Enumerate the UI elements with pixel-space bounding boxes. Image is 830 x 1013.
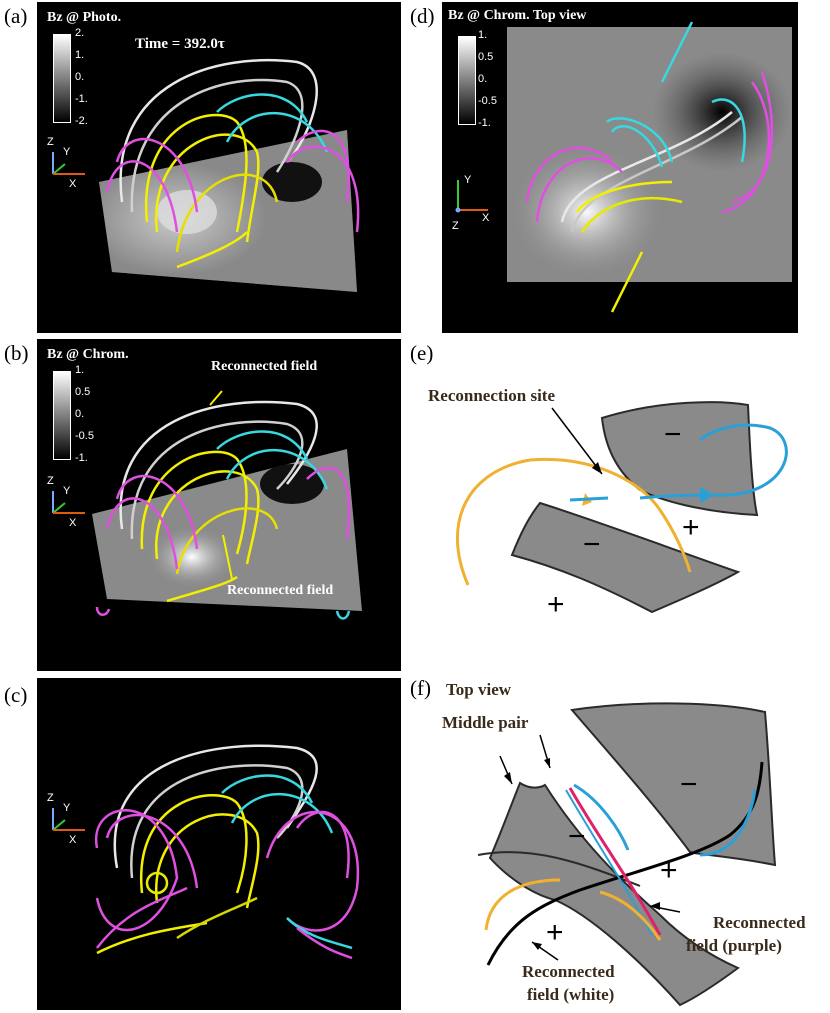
reconnected-white-label-1: Reconnected	[522, 962, 615, 981]
cbar-tick: 1.	[75, 49, 85, 61]
axis-x-label: X	[69, 178, 77, 190]
cbar-tick: -2.	[75, 115, 88, 127]
negative-spot	[262, 162, 322, 202]
axis-z-label: Z	[452, 220, 459, 232]
cbar-tick: -0.5	[478, 95, 497, 107]
cbar-tick: 0.5	[478, 51, 494, 63]
sign-minus-mid-f: −	[568, 820, 586, 853]
panel-c-render	[94, 744, 360, 960]
axes-triad-d	[455, 180, 488, 213]
panel-label-e: (e)	[410, 341, 434, 365]
panel-b: Bz @ Chrom. Reconnected field Reconnecte…	[37, 339, 401, 671]
axes-triad-b	[52, 491, 85, 514]
lower-flux-region	[510, 501, 741, 614]
pink-field-line	[568, 787, 662, 936]
sign-minus-upper: −	[664, 418, 682, 451]
axis-z-label: Z	[47, 136, 54, 148]
orange-field-line	[456, 457, 692, 586]
positive-spot	[157, 190, 217, 234]
cbar-tick: 0.5	[75, 386, 91, 398]
reconnected-white-label-2: field (white)	[527, 985, 615, 1004]
reconnected-purple-label-2: field (purple)	[686, 936, 782, 955]
cbar-tick: -1.	[478, 117, 491, 129]
sign-plus-right: +	[682, 511, 700, 544]
panel-d: Bz @ Chrom. Top view 1. 0.5 0. -0.5 -1. …	[442, 2, 798, 333]
sign-plus-bottom: +	[547, 588, 565, 621]
axis-y-label: Y	[63, 802, 71, 814]
positive-polarity	[512, 147, 662, 277]
axis-x-label: X	[69, 517, 77, 529]
panel-a-render	[99, 58, 360, 292]
panel-a-title: Bz @ Photo.	[47, 10, 122, 25]
axes-triad-a	[52, 152, 85, 175]
sign-plus-bottom-f: +	[546, 916, 564, 949]
cbar-tick: 1.	[478, 29, 488, 41]
cbar-tick: -0.5	[75, 430, 94, 442]
cbar-tick: 0.	[75, 71, 85, 83]
panel-label-d: (d)	[410, 4, 435, 28]
middle-pair-label: Middle pair	[442, 713, 529, 732]
black-field-line	[486, 761, 764, 966]
sign-plus-right-f: +	[660, 854, 678, 887]
panel-d-colorbar	[458, 36, 476, 125]
cbar-tick: 2.	[75, 27, 85, 39]
axes-triad-c	[52, 808, 85, 831]
panel-f-title: Top view	[446, 680, 512, 699]
axis-z-label: Z	[47, 792, 54, 804]
panel-label-c: (c)	[4, 683, 28, 707]
cbar-tick: -1.	[75, 452, 88, 464]
axis-y-label: Y	[63, 146, 71, 158]
annotation-reconnected-field-top: Reconnected field	[211, 359, 318, 374]
panel-label-b: (b)	[4, 341, 29, 365]
axis-x-label: X	[482, 212, 490, 224]
axis-y-label: Y	[464, 174, 472, 186]
cbar-tick: -1.	[75, 93, 88, 105]
cbar-tick: 0.	[478, 73, 488, 85]
reconnection-site-label: Reconnection site	[428, 386, 556, 405]
panel-b-title: Bz @ Chrom.	[47, 347, 129, 362]
panel-a-time: Time = 392.0τ	[135, 36, 225, 52]
annotation-reconnected-field-bottom: Reconnected field	[227, 583, 334, 598]
panel-b-colorbar	[53, 371, 71, 460]
panel-a: Bz @ Photo. Time = 392.0τ 2. 1. 0. -1. -…	[37, 2, 401, 333]
panel-d-render	[507, 21, 792, 313]
cbar-tick: 1.	[75, 364, 85, 376]
panel-d-title: Bz @ Chrom. Top view	[448, 8, 587, 23]
axis-x-label: X	[69, 834, 77, 846]
cbar-tick: 0.	[75, 408, 85, 420]
panel-a-colorbar	[53, 34, 71, 123]
axis-y-label: Y	[63, 485, 71, 497]
sign-minus-upper-f: −	[680, 768, 698, 801]
upper-right-flux-region	[570, 702, 777, 867]
axis-z-label: Z	[47, 475, 54, 487]
panel-label-a: (a)	[4, 4, 28, 28]
panel-c: Z Y X	[37, 678, 401, 1010]
sign-minus-mid: −	[583, 528, 601, 561]
negative-polarity	[652, 52, 792, 172]
reconnected-purple-label-1: Reconnected	[713, 913, 806, 932]
panel-label-f: (f)	[410, 676, 431, 700]
blue-field-line	[639, 423, 788, 500]
panel-b-render	[92, 390, 362, 620]
